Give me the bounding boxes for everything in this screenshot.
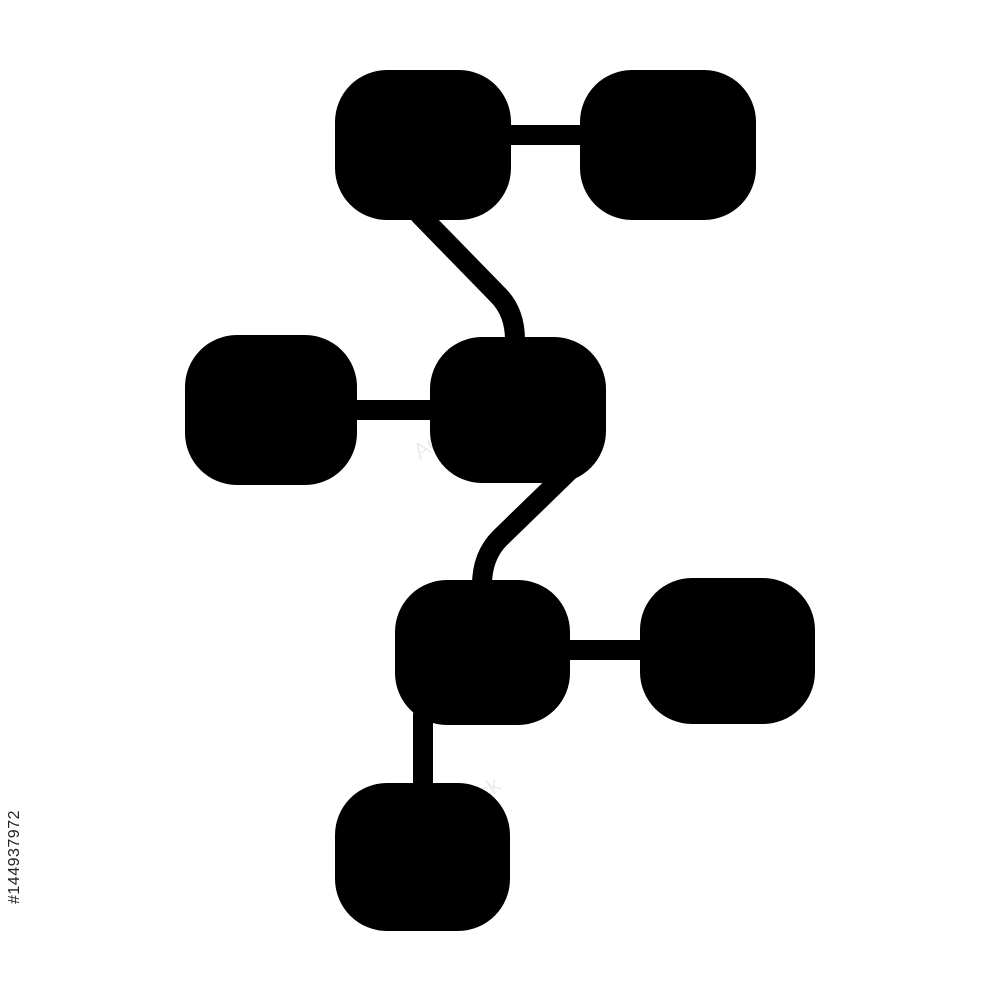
stock-id-label: #144937972 xyxy=(6,810,23,904)
node-6 xyxy=(640,578,815,724)
graph-nodes xyxy=(185,70,815,931)
node-2 xyxy=(580,70,756,220)
graph-links xyxy=(345,125,655,800)
node-1 xyxy=(335,70,511,220)
node-3 xyxy=(185,335,357,485)
link-node1-node4 xyxy=(410,205,525,350)
node-4 xyxy=(430,337,606,483)
link-node4-node5 xyxy=(472,460,580,595)
node-7 xyxy=(335,783,510,931)
node-5 xyxy=(395,580,570,725)
